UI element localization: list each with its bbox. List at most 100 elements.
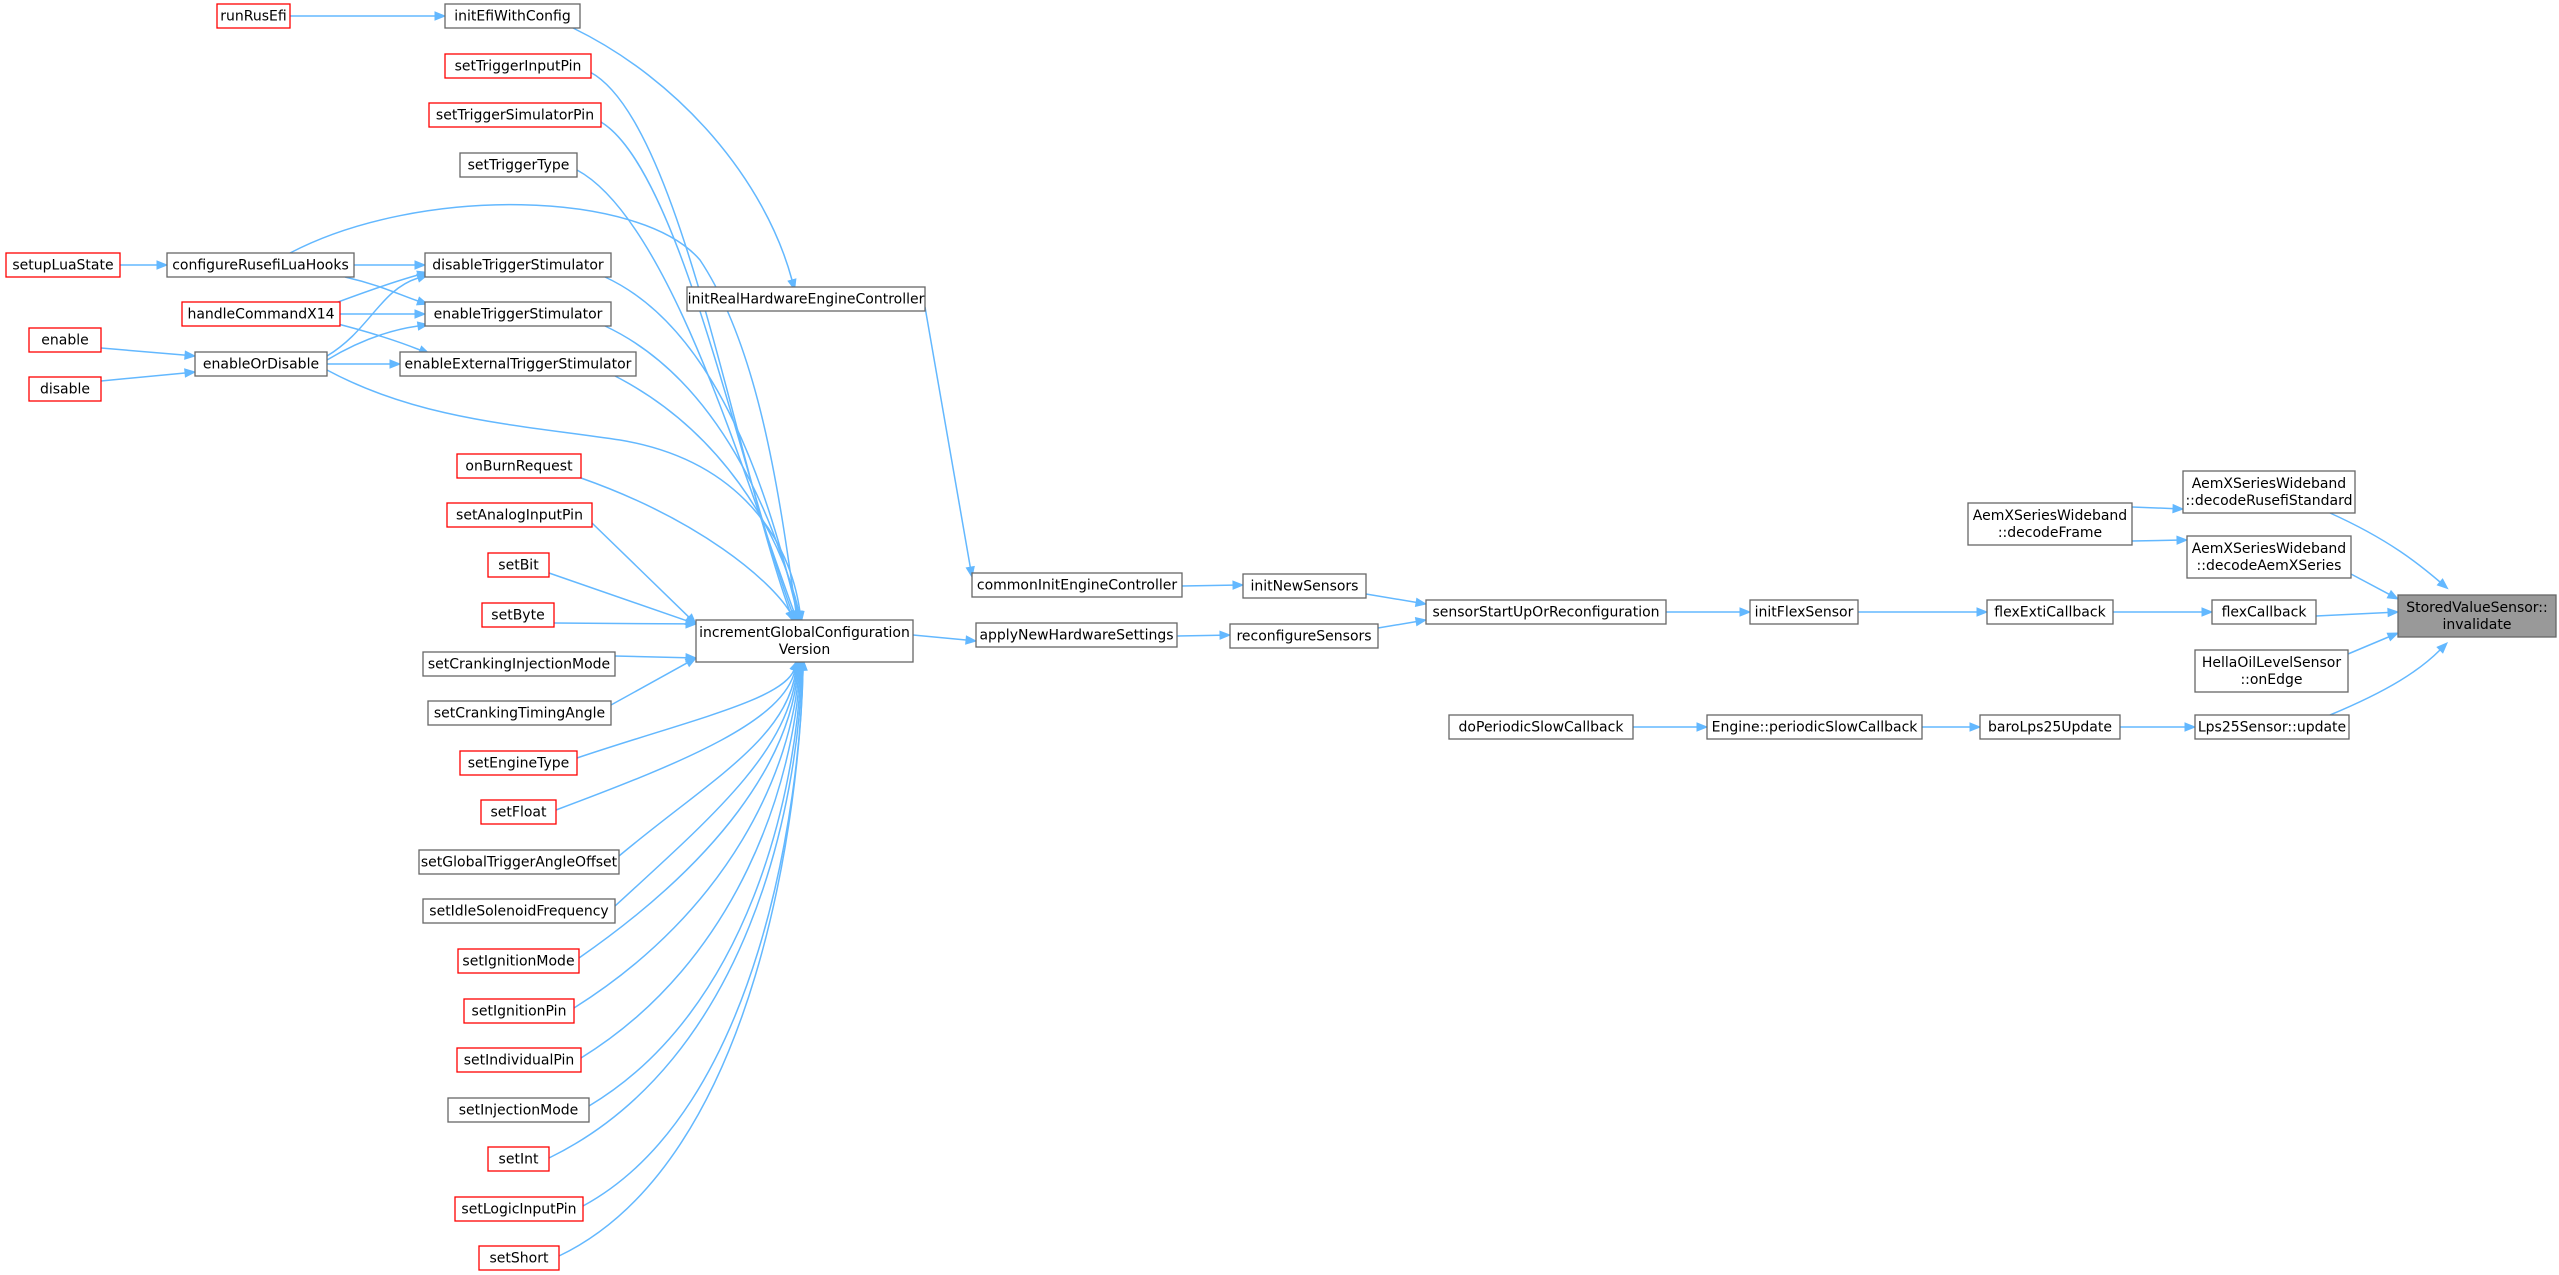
node-label: handleCommandX14 (187, 307, 334, 323)
node-box (459, 152, 578, 178)
edge-arrowhead (1232, 580, 1245, 590)
node-label: disableTriggerStimulator (432, 258, 604, 274)
node-label: setIgnitionPin (472, 1004, 567, 1020)
edge-aemDecodeFrame-to-aemDecodeAemXSeries (2131, 535, 2189, 545)
edge-arrowhead (389, 359, 402, 369)
edge-arrowhead (1414, 597, 1428, 607)
edge-line (576, 669, 795, 759)
node-box (216, 3, 291, 29)
node-enableExternalTriggerStimulator[interactable]: enableExternalTriggerStimulator (399, 351, 637, 377)
node-setShort[interactable]: setShort (478, 1245, 560, 1271)
node-setTriggerInputPin[interactable]: setTriggerInputPin (444, 53, 592, 79)
node-setIndividualPin[interactable]: setIndividualPin (456, 1047, 582, 1073)
node-box (444, 3, 581, 29)
node-box (457, 948, 580, 974)
edge-setTriggerType-to-incrementGlobalConfigurationVersion (576, 169, 799, 623)
edge-reconfigureSensors-to-sensorStartUpOrReconfiguration (1377, 617, 1428, 629)
node-label: applyNewHardwareSettings (979, 628, 1173, 644)
node-baroLps25Update[interactable]: baroLps25Update (1979, 714, 2121, 740)
node-disableTriggerStimulator[interactable]: disableTriggerStimulator (424, 252, 612, 278)
edge-arrowhead (798, 658, 808, 671)
node-setBit[interactable]: setBit (487, 552, 550, 578)
node-setGlobalTriggerAngleOffset[interactable]: setGlobalTriggerAngleOffset (418, 849, 620, 875)
node-sensorStartUpOrReconfiguration[interactable]: sensorStartUpOrReconfiguration (1425, 599, 1667, 625)
edge-arrowhead (2172, 503, 2185, 514)
node-box (459, 750, 578, 776)
node-label: initEfiWithConfig (454, 9, 571, 25)
node-configureRusefiLuaHooks[interactable]: configureRusefiLuaHooks (166, 252, 355, 278)
node-setCrankingTimingAngle[interactable]: setCrankingTimingAngle (427, 700, 612, 726)
node-setCrankingInjectionMode[interactable]: setCrankingInjectionMode (422, 651, 616, 677)
node-box (1986, 599, 2114, 625)
node-setupLuaState[interactable]: setupLuaState (5, 252, 121, 278)
node-box (2194, 714, 2350, 740)
node-reconfigureSensors[interactable]: reconfigureSensors (1229, 623, 1379, 649)
node-initNewSensors[interactable]: initNewSensors (1242, 573, 1367, 599)
node-setTriggerSimulatorPin[interactable]: setTriggerSimulatorPin (428, 102, 602, 128)
edge-disableTriggerStimulator-to-incrementGlobalConfigurationVersion (604, 276, 802, 624)
node-box (399, 351, 637, 377)
node-flexCallback[interactable]: flexCallback (2211, 599, 2317, 625)
edge-line (1377, 620, 1417, 629)
node-flexExtiCallback[interactable]: flexExtiCallback (1986, 599, 2114, 625)
node-label: Version (779, 642, 830, 658)
node-label: flexExtiCallback (1994, 605, 2106, 621)
node-label: setTriggerInputPin (455, 59, 582, 75)
node-initEfiWithConfig[interactable]: initEfiWithConfig (444, 3, 581, 29)
node-initFlexSensor[interactable]: initFlexSensor (1749, 599, 1859, 625)
node-setIdleSolenoidFrequency[interactable]: setIdleSolenoidFrequency (422, 898, 616, 924)
edge-line (2347, 636, 2390, 655)
node-box (2211, 599, 2317, 625)
node-label: enableTriggerStimulator (434, 307, 603, 323)
node-setInt[interactable]: setInt (487, 1146, 550, 1172)
edge-line (588, 669, 802, 1107)
edge-line (912, 634, 967, 641)
edge-line (614, 375, 800, 613)
node-enginePeriodicSlowCallback[interactable]: Engine::periodicSlowCallback (1706, 714, 1923, 740)
node-aemDecodeAemXSeries[interactable]: AemXSeriesWideband::decodeAemXSeries (2186, 535, 2352, 579)
edge-line (2131, 539, 2178, 542)
node-enableTriggerStimulator[interactable]: enableTriggerStimulator (424, 301, 612, 327)
edge-line (591, 522, 690, 618)
node-aemDecodeRusefiStandard[interactable]: AemXSeriesWideband::decodeRusefiStandard (2182, 470, 2356, 514)
node-setIgnitionMode[interactable]: setIgnitionMode (457, 948, 580, 974)
node-label: setLogicInputPin (461, 1202, 576, 1218)
edge-arrowhead (434, 11, 447, 21)
node-box (427, 700, 612, 726)
node-setTriggerType[interactable]: setTriggerType (459, 152, 578, 178)
node-applyNewHardwareSettings[interactable]: applyNewHardwareSettings (975, 622, 1178, 648)
node-label: configureRusefiLuaHooks (172, 258, 349, 274)
node-onBurnRequest[interactable]: onBurnRequest (456, 453, 582, 479)
node-box (194, 351, 328, 377)
node-runRusEfi[interactable]: runRusEfi (216, 3, 291, 29)
node-enableOrDisable[interactable]: enableOrDisable (194, 351, 328, 377)
node-aemDecodeFrame[interactable]: AemXSeriesWideband::decodeFrame (1967, 502, 2133, 546)
node-commonInitEngineController[interactable]: commonInitEngineController (971, 572, 1183, 598)
node-setByte[interactable]: setByte (481, 602, 555, 628)
edge-configureRusefiLuaHooks-to-disableTriggerStimulator (354, 260, 427, 270)
node-label: ::decodeAemXSeries (2197, 558, 2342, 574)
edge-setInjectionMode-to-incrementGlobalConfigurationVersion (588, 658, 806, 1107)
node-setIgnitionPin[interactable]: setIgnitionPin (463, 998, 575, 1024)
node-enable[interactable]: enable (28, 327, 102, 353)
edge-arrowhead (1219, 630, 1232, 640)
node-setInjectionMode[interactable]: setInjectionMode (447, 1097, 590, 1123)
node-doPeriodicSlowCallback[interactable]: doPeriodicSlowCallback (1448, 714, 1634, 740)
edge-handleCommandX14-to-enableTriggerStimulator (340, 309, 427, 319)
node-handleCommandX14[interactable]: handleCommandX14 (181, 301, 341, 327)
node-label: enableOrDisable (203, 357, 319, 373)
node-setLogicInputPin[interactable]: setLogicInputPin (454, 1196, 584, 1222)
edge-arrowhead (2386, 589, 2400, 600)
node-setEngineType[interactable]: setEngineType (459, 750, 578, 776)
node-setAnalogInputPin[interactable]: setAnalogInputPin (446, 502, 593, 528)
node-setFloat[interactable]: setFloat (480, 799, 557, 825)
node-hellaOnEdge[interactable]: HellaOilLevelSensor::onEdge (2194, 649, 2349, 693)
node-box (478, 1245, 560, 1271)
edge-arrowhead (794, 610, 804, 624)
node-initRealHardwareEngineController[interactable]: initRealHardwareEngineController (686, 286, 926, 312)
node-box (975, 622, 1178, 648)
node-box (695, 619, 914, 663)
node-lps25Update[interactable]: Lps25Sensor::update (2194, 714, 2350, 740)
node-disable[interactable]: disable (28, 376, 102, 402)
